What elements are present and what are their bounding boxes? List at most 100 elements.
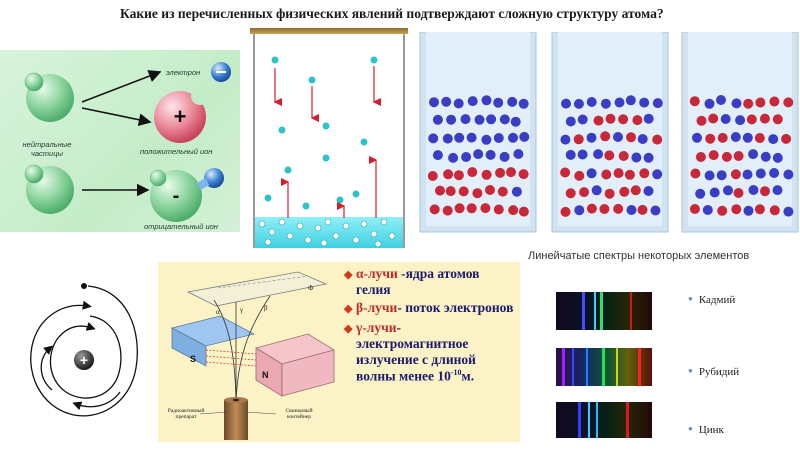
red-particle bbox=[717, 205, 728, 216]
blue-particle bbox=[716, 170, 727, 181]
blue-particle bbox=[577, 114, 588, 125]
phi-label: Ф bbox=[308, 284, 314, 292]
diffusion-jar-2 bbox=[551, 32, 669, 233]
blue-particle bbox=[493, 97, 504, 108]
liquid-molecules bbox=[258, 218, 396, 248]
blue-particle bbox=[560, 134, 571, 145]
red-particle bbox=[630, 185, 641, 196]
red-particle bbox=[579, 187, 590, 198]
gamma-label: γ bbox=[239, 306, 243, 314]
red-particle bbox=[518, 206, 529, 217]
red-particle bbox=[565, 188, 576, 199]
red-particle bbox=[733, 188, 744, 198]
blue-particle bbox=[586, 132, 597, 143]
blue-particle bbox=[702, 205, 713, 215]
red-particle bbox=[731, 204, 742, 215]
red-particle bbox=[495, 167, 506, 178]
red-particle bbox=[480, 203, 491, 214]
red-particle bbox=[696, 115, 707, 126]
blue-particle bbox=[446, 114, 457, 125]
blue-particle bbox=[565, 149, 576, 160]
blue-particle bbox=[760, 151, 771, 162]
vapor-molecules bbox=[264, 56, 378, 210]
blue-particle bbox=[716, 95, 726, 105]
red-particle bbox=[639, 168, 650, 179]
blue-particle bbox=[743, 205, 754, 216]
blue-particle bbox=[772, 152, 783, 163]
red-particle bbox=[466, 203, 477, 214]
screen-plate bbox=[186, 271, 328, 307]
blue-particle bbox=[467, 96, 478, 107]
red-particle bbox=[445, 186, 456, 197]
red-particle bbox=[435, 185, 445, 196]
blue-particle bbox=[652, 98, 663, 109]
red-particle bbox=[652, 134, 663, 145]
red-particle bbox=[454, 203, 465, 214]
blue-particle bbox=[481, 95, 492, 106]
beaker-rim bbox=[250, 28, 408, 34]
beta-ray-path bbox=[235, 295, 271, 411]
evaporation-beaker bbox=[248, 22, 412, 254]
neutral-particles-label: нейтральные частицы bbox=[22, 140, 72, 158]
red-particle bbox=[574, 170, 585, 181]
blue-particle bbox=[574, 205, 585, 216]
red-particle bbox=[453, 170, 464, 181]
blue-particle bbox=[442, 133, 453, 144]
blue-particle bbox=[448, 152, 459, 163]
source-label: Радиоактивный препарат bbox=[167, 408, 205, 421]
red-particle bbox=[508, 205, 519, 216]
red-particle bbox=[717, 132, 728, 143]
red-particle bbox=[605, 113, 616, 124]
red-particle bbox=[560, 206, 571, 217]
ray-paths bbox=[213, 295, 271, 411]
alpha-label: α bbox=[216, 308, 220, 316]
red-particle bbox=[624, 169, 635, 180]
blue-particle bbox=[768, 134, 779, 145]
red-particle bbox=[518, 169, 529, 180]
blue-particle bbox=[709, 187, 720, 198]
blue-particle bbox=[441, 96, 452, 107]
red-particle bbox=[472, 188, 483, 199]
red-particle bbox=[746, 114, 757, 125]
element-label-cadmium: ●Кадмий bbox=[688, 294, 736, 306]
blue-particle bbox=[704, 170, 715, 181]
negative-ion: - bbox=[149, 168, 224, 222]
blue-particle bbox=[637, 134, 648, 144]
red-particle bbox=[760, 186, 770, 197]
red-particle bbox=[708, 150, 719, 161]
blue-particle bbox=[428, 133, 439, 144]
red-particle bbox=[769, 96, 780, 107]
blue-particle bbox=[772, 185, 783, 196]
electron-point bbox=[81, 283, 87, 289]
blue-particle bbox=[643, 186, 654, 196]
blue-particle bbox=[631, 152, 642, 163]
spectra-title: Линейчатые спектры некоторых элементов bbox=[528, 250, 750, 262]
red-particle bbox=[613, 203, 624, 214]
arrow-positive-ion bbox=[81, 107, 152, 127]
blue-particle bbox=[626, 205, 637, 215]
red-particle bbox=[755, 97, 766, 108]
blue-particle bbox=[600, 98, 611, 109]
red-particle bbox=[781, 133, 792, 144]
blue-particle bbox=[769, 168, 780, 178]
neutral-particle-top bbox=[24, 72, 74, 122]
electron-minus-sign bbox=[216, 71, 226, 73]
red-particle bbox=[467, 167, 478, 178]
red-particle bbox=[599, 204, 610, 214]
red-particle bbox=[637, 204, 648, 215]
blue-particle bbox=[485, 149, 496, 160]
blue-particle bbox=[652, 169, 663, 180]
ionization-diagram: + - bbox=[24, 62, 231, 222]
red-particle bbox=[626, 132, 636, 143]
container-label: Свинцовый контейнер bbox=[285, 408, 313, 421]
negative-ion-sign: - bbox=[173, 185, 180, 207]
blue-particle bbox=[748, 149, 759, 160]
red-particle bbox=[618, 114, 629, 125]
blue-particle bbox=[783, 206, 794, 217]
page-title: Какие из перечисленных физических явлени… bbox=[120, 6, 664, 21]
blue-particle bbox=[783, 169, 794, 180]
red-particle bbox=[730, 169, 741, 180]
diffusion-jars bbox=[418, 32, 800, 234]
planetary-atom-model: + bbox=[18, 272, 148, 432]
beta-ray-item: ◆ β-лучи- поток электронов bbox=[344, 299, 514, 315]
